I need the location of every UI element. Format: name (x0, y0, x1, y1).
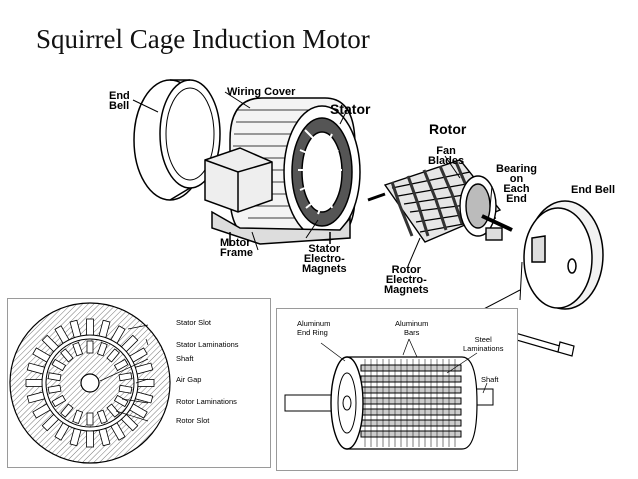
rotor-slot (96, 409, 108, 425)
end-bell-left-drawing (133, 79, 221, 201)
stator-slot (26, 391, 46, 404)
stator-slot (54, 422, 70, 441)
aluminum-bar (360, 430, 462, 438)
label-rotor-laminations: Rotor Laminations (176, 397, 237, 406)
rotor-slot (86, 340, 94, 354)
label-wiring-cover: Wiring Cover (227, 86, 296, 98)
stator-slot (69, 427, 82, 447)
cross-section-inset: Stator Slot Stator Laminations Shaft Air… (7, 298, 271, 468)
rotor-slot (106, 348, 120, 363)
label-rotor-electromagnets: Rotor Electro- Magnets (384, 264, 429, 296)
stator-slot (110, 422, 126, 441)
stator-slots (25, 318, 155, 448)
rotor-slot (60, 403, 74, 418)
stator-slot (134, 362, 154, 375)
rotor-cage-drawing (284, 338, 494, 450)
cross-section-drawing (9, 302, 171, 464)
rotor-slot (118, 384, 133, 394)
slide-title: Squirrel Cage Induction Motor (36, 24, 370, 54)
aluminum-bar (360, 397, 462, 405)
stator-slot (32, 403, 51, 419)
label-stator-slot: Stator Slot (176, 318, 212, 327)
rotor-slot (86, 412, 94, 426)
label-aluminum-bars: Aluminum Bars (395, 319, 429, 337)
stator-slot (69, 319, 82, 339)
aluminum-bar (360, 375, 462, 383)
aluminum-bar (360, 386, 462, 394)
stator-slot (129, 347, 148, 363)
label-bearing: Bearing on Each End (496, 163, 537, 205)
stator-slot (134, 391, 154, 404)
stator-slot (98, 319, 111, 339)
rotor-slot (72, 409, 84, 425)
label-shaft-cage: Shaft (481, 375, 499, 384)
rotor-slot (47, 384, 62, 394)
label-end-bell-left: End Bell (109, 90, 130, 112)
cage-bars (360, 359, 462, 447)
rotor-slot (60, 348, 74, 363)
label-air-gap: Air Gap (176, 375, 202, 384)
rotor-slot (72, 341, 84, 357)
rotor-slot (118, 372, 133, 382)
stator-slot (120, 413, 139, 432)
aluminum-bar (360, 364, 462, 372)
rotor-slot (96, 341, 108, 357)
stator-slot (41, 334, 60, 353)
label-motor-frame: Motor Frame (220, 237, 254, 259)
stator-slot (86, 430, 94, 448)
rotor-slot (113, 358, 129, 372)
rotor-drawing (367, 159, 513, 243)
label-aluminum-end-ring: Aluminum End Ring (297, 319, 331, 337)
label-fan-blades: Fan Blades (428, 145, 465, 167)
stator-slot (54, 325, 70, 344)
rotor-slot (106, 403, 120, 418)
label-steel-laminations: Steel Laminations (463, 335, 504, 353)
rotor-slots (47, 340, 133, 426)
stator-slot (120, 334, 139, 353)
aluminum-bar (360, 408, 462, 416)
stator-housing-drawing (204, 97, 361, 246)
rotor-slot (47, 372, 62, 382)
label-rotor: Rotor (429, 121, 467, 137)
label-stator: Stator (330, 101, 371, 117)
rotor-slot (51, 358, 67, 372)
label-stator-laminations: Stator Laminations (176, 340, 239, 349)
stator-slot (41, 413, 60, 432)
stator-slot (129, 403, 148, 419)
rotor-cage-inset: Aluminum End Ring Aluminum Bars Steel La… (276, 308, 518, 471)
label-end-bell-right: End Bell (571, 184, 616, 196)
stator-slot (98, 427, 111, 447)
rotor-slot (113, 394, 129, 408)
end-bell-right-drawing (519, 200, 604, 310)
stator-slot (25, 379, 43, 387)
stator-slot (32, 347, 51, 363)
stator-slot (26, 362, 46, 375)
stator-slot (110, 325, 126, 344)
aluminum-bar (360, 419, 462, 427)
label-stator-electromagnets: Stator Electro- Magnets (302, 243, 347, 275)
label-rotor-slot: Rotor Slot (176, 416, 210, 425)
stator-slot (86, 318, 94, 336)
label-shaft-cross: Shaft (176, 354, 194, 363)
stator-slot (137, 379, 155, 387)
rotor-slot (51, 394, 67, 408)
